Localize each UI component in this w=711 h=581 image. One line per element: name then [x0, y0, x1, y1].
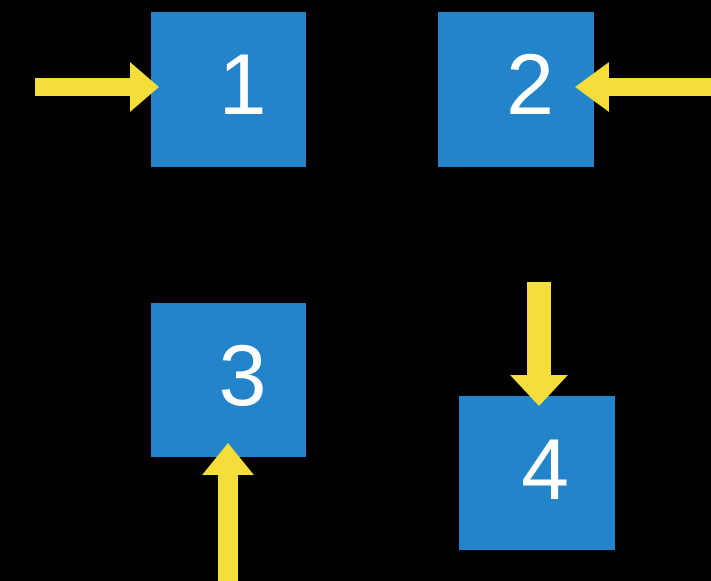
node-label-2: 2 — [438, 42, 594, 128]
node-label-4: 4 — [459, 427, 615, 513]
node-label-1-text: 1 — [218, 37, 267, 133]
node-box-2[interactable] — [438, 12, 594, 167]
arrow-right-icon — [35, 62, 159, 112]
arrow-down-icon — [510, 282, 568, 406]
node-box-3[interactable] — [151, 303, 306, 457]
node-label-4-text: 4 — [521, 422, 569, 518]
node-label-1: 1 — [151, 42, 306, 128]
arrow-up-icon — [202, 443, 254, 581]
node-label-2-text: 2 — [506, 37, 554, 133]
node-box-4[interactable] — [459, 396, 615, 550]
node-box-1[interactable] — [151, 12, 306, 167]
node-label-3-text: 3 — [218, 328, 267, 424]
node-label-3: 3 — [151, 333, 306, 419]
arrow-left-icon — [575, 62, 711, 112]
